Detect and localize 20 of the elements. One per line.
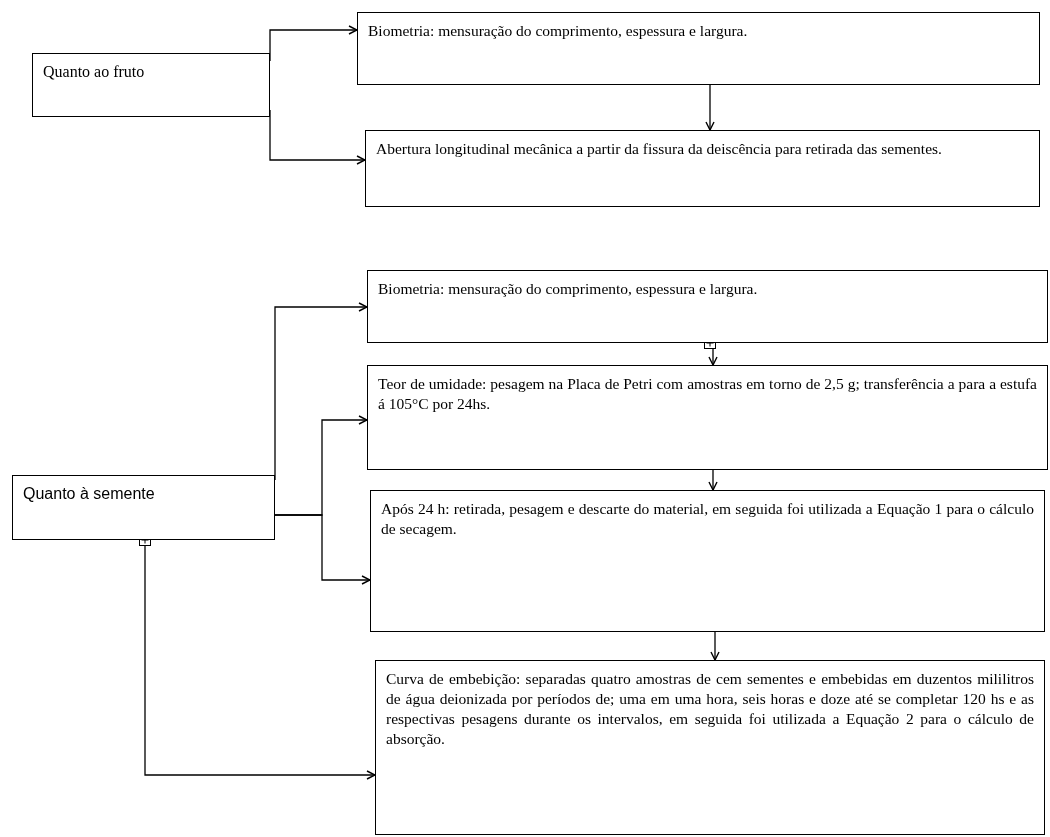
process-box <box>365 130 1040 207</box>
box-text: Abertura longitudinal mecânica a partir da fissura da deiscência para retirada das sementes. <box>376 139 943 159</box>
arrow <box>710 631 720 661</box>
box-text: Biometria: mensuração do comprimento, espessura e largura. <box>378 280 758 297</box>
process-box <box>370 490 1045 632</box>
box-text: Quanto ao fruto <box>43 63 145 80</box>
arrow <box>708 469 718 491</box>
process-box <box>367 365 1048 470</box>
box-text: Quanto à semente <box>23 485 155 502</box>
process-box <box>375 660 1045 835</box>
box-text: Curva de embebição: separadas quatro amostras de cem sementes e embebidas em duzentos mililitros de água deionizada por períodos de; uma em uma hora, seis horas e doze até se completar 120 hs e as respectivas pesagens durante os intervalos, em seguida foi utilizada a Equação 2 para o cálculo de absorção. <box>386 669 1034 750</box>
arrow <box>274 514 371 585</box>
process-box <box>12 475 275 540</box>
arrow <box>705 84 715 131</box>
process-box <box>32 53 270 117</box>
process-box <box>367 270 1048 343</box>
box-text: Após 24 h: retirada, pesagem e descarte do material, em seguida foi utilizada a Equação 1 para o cálculo de secagem. <box>381 499 1034 540</box>
box-text: Biometria: mensuração do comprimento, espessura e largura. <box>368 22 748 39</box>
process-box <box>357 12 1040 85</box>
box-text: Teor de umidade: pesagem na Placa de Petri com amostras em torno de 2,5 g; transferência a para a estufa á 105°C por 24hs. <box>378 374 1037 415</box>
